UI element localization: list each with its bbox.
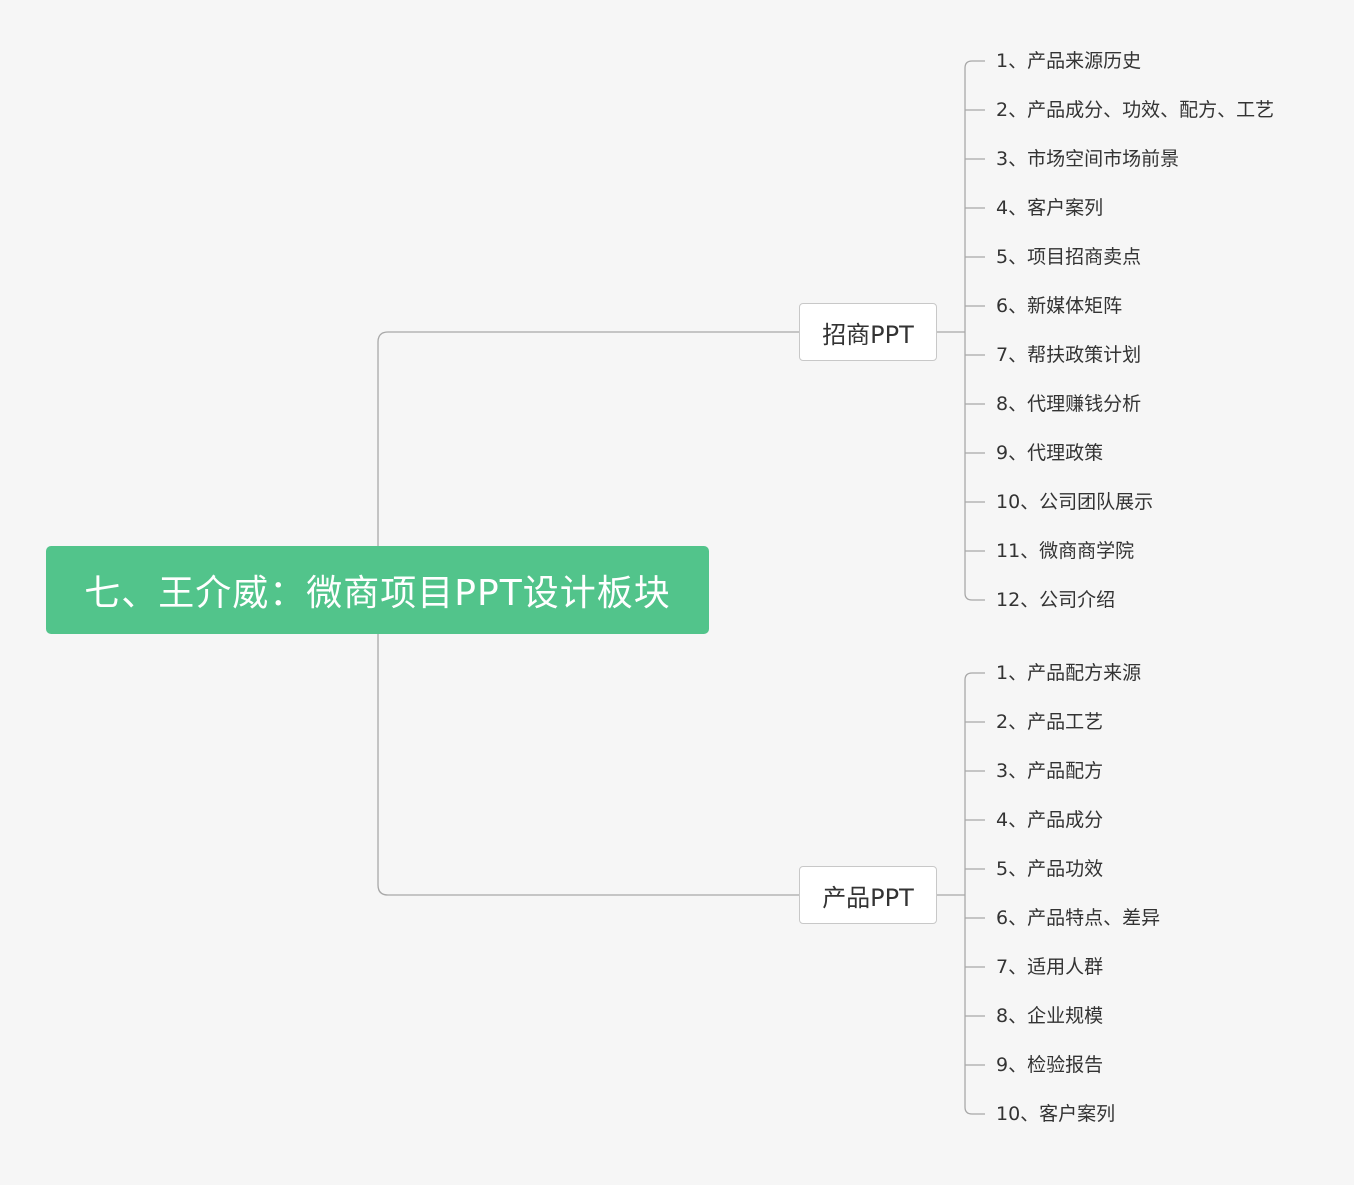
leaf-connector-line (964, 592, 985, 601)
leaf-node[interactable]: 11、微商商学院 (996, 540, 1135, 562)
leaf-node[interactable]: 5、产品功效 (996, 858, 1104, 880)
leaf-node[interactable]: 7、适用人群 (996, 956, 1104, 978)
leaf-node[interactable]: 12、公司介绍 (996, 589, 1116, 611)
leaf-connector-line (964, 60, 985, 69)
leaf-node[interactable]: 6、产品特点、差异 (996, 907, 1161, 929)
leaf-node[interactable]: 4、产品成分 (996, 809, 1104, 831)
leaf-connector-line (964, 672, 985, 681)
root-to-branch-line (377, 634, 799, 896)
leaf-node[interactable]: 2、产品工艺 (996, 711, 1104, 733)
leaf-connector-line (964, 1106, 985, 1115)
leaf-node[interactable]: 10、公司团队展示 (996, 491, 1154, 513)
leaf-node[interactable]: 9、检验报告 (996, 1054, 1104, 1076)
branch-node-zhaoshang-ppt[interactable]: 招商PPT (799, 303, 937, 361)
branch-node-chanpin-ppt[interactable]: 产品PPT (799, 866, 937, 924)
leaf-node[interactable]: 8、企业规模 (996, 1005, 1104, 1027)
leaf-node[interactable]: 1、产品来源历史 (996, 50, 1142, 72)
leaf-node[interactable]: 3、产品配方 (996, 760, 1104, 782)
leaf-node[interactable]: 6、新媒体矩阵 (996, 295, 1123, 317)
leaf-node[interactable]: 1、产品配方来源 (996, 662, 1142, 684)
leaf-node[interactable]: 9、代理政策 (996, 442, 1104, 464)
leaf-node[interactable]: 5、项目招商卖点 (996, 246, 1142, 268)
leaf-node[interactable]: 7、帮扶政策计划 (996, 344, 1142, 366)
leaf-node[interactable]: 8、代理赚钱分析 (996, 393, 1142, 415)
root-to-branch-line (377, 331, 799, 546)
leaf-node[interactable]: 3、市场空间市场前景 (996, 148, 1180, 170)
root-node[interactable]: 七、王介威：微商项目PPT设计板块 (46, 546, 709, 634)
leaf-node[interactable]: 4、客户案列 (996, 197, 1104, 219)
leaf-node[interactable]: 10、客户案列 (996, 1103, 1116, 1125)
leaf-node[interactable]: 2、产品成分、功效、配方、工艺 (996, 99, 1275, 121)
